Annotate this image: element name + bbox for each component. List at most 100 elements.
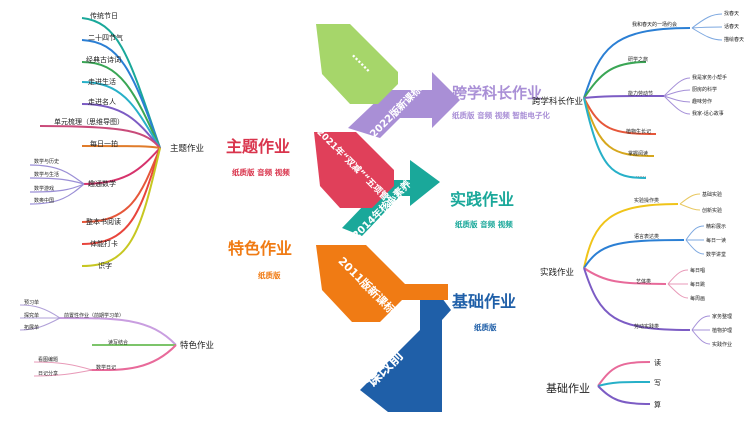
theme-branch-3 [81, 61, 161, 149]
theme-branch-7 [81, 145, 161, 149]
heading-cross-sub-text: 纸质版 音频 视频 智能电子化 [452, 110, 550, 120]
cross-sub1-2 [691, 26, 723, 29]
practice-sub4-item-2: 植物护理 [712, 327, 732, 334]
heading-practice-sub: 纸质版 音频 视频 [455, 219, 513, 229]
practice-sub1-1 [679, 193, 701, 205]
band-2-shape [316, 245, 448, 322]
basic-branch-1 [597, 361, 651, 387]
cross-item-4: 植物生长记 [626, 128, 651, 135]
cross-sub2-item-3: 趣味劳作 [692, 98, 712, 105]
basic-root: 基础作业 [546, 382, 590, 395]
special-sub1-1 [19, 304, 61, 319]
staircase-arrow [314, 24, 460, 412]
theme-map-labels: 主题作业 传统节日 二十四节气 经典古诗词 走进生活 走进名人 单元梳理（思维导… [34, 11, 204, 270]
practice-sub1-2 [679, 203, 701, 211]
special-sub2-2 [33, 369, 93, 377]
cross-sub2-item-2: 厨房的科学 [692, 86, 717, 93]
theme-sub-4 [29, 183, 85, 205]
special-item-3: 数学日记 [96, 364, 116, 371]
cross-branch-5 [583, 97, 655, 157]
theme-map [29, 17, 161, 267]
theme-branch-9 [81, 147, 161, 223]
cross-sub2-4 [663, 95, 691, 115]
practice-branch-1 [583, 203, 679, 269]
band-6-shape [316, 24, 398, 104]
practice-item-2: 语言表达类 [634, 233, 659, 240]
cross-sub1-item-1: 找春天 [724, 10, 739, 17]
practice-sub4-item-3: 实践作业 [712, 341, 732, 348]
special-root: 特色作业 [180, 340, 214, 351]
basic-map-labels: 基础作业 读 写 算 [546, 358, 661, 409]
special-sub2-item-2: 日记分享 [38, 370, 58, 377]
practice-sub2-item-2: 每日一读 [706, 237, 726, 244]
practice-root: 实践作业 [540, 267, 574, 278]
practice-sub1-item-1: 基础实验 [702, 191, 722, 198]
theme-root: 主题作业 [170, 143, 204, 154]
band-5-shape [348, 72, 460, 138]
cross-sub2-item-4: 我家-话心故事 [692, 110, 724, 117]
theme-branch-10 [81, 147, 161, 245]
theme-sub-item-2: 数学与生活 [34, 171, 59, 178]
heading-special-sub: 纸质版 [258, 270, 281, 280]
practice-sub3-item-3: 每周画 [690, 295, 705, 302]
theme-item-1: 传统节日 [90, 11, 118, 20]
theme-branch-4 [81, 81, 161, 149]
cross-branch-1 [583, 27, 691, 99]
special-sub1-item-3: 拓展单 [24, 324, 39, 331]
cross-sub1-1 [691, 13, 723, 29]
practice-sub3-3 [667, 283, 689, 299]
special-sub1-item-1: 预习单 [24, 299, 39, 306]
cross-branch-3 [583, 95, 665, 99]
practice-branch-2 [583, 239, 685, 269]
practice-sub2-item-1: 精彩展示 [706, 223, 726, 230]
theme-item-6: 单元梳理（思维导图） [54, 117, 124, 126]
cross-item-2: 研学之旅 [628, 56, 648, 63]
cross-branch-6 [583, 97, 647, 179]
theme-sub-2 [29, 177, 85, 185]
cross-sub2-2 [663, 89, 691, 97]
cross-item-3: 能力劳动节 [628, 90, 653, 97]
theme-item-11: 识字 [98, 261, 112, 270]
basic-item-1: 读 [654, 358, 661, 367]
theme-sub-3 [29, 183, 85, 193]
basic-branch-3 [597, 385, 651, 405]
band-4-shape [314, 132, 394, 208]
cross-item-5: 掌握阅读 [628, 150, 648, 157]
special-map [19, 304, 177, 377]
cross-branch-2 [583, 61, 647, 99]
theme-sub-1 [29, 164, 85, 185]
theme-sub-item-3: 数学游戏 [34, 185, 54, 192]
cross-sub1-item-2: 话春天 [724, 23, 739, 30]
practice-sub2-3 [685, 239, 705, 255]
cross-sub2-3 [663, 95, 691, 103]
basic-item-2: 写 [654, 379, 661, 387]
practice-map-labels: 实践作业 实验操作类 语言表达类 艺体类 劳动实践类 基础实验 创新实验 精彩展… [540, 191, 732, 348]
special-branch-3 [89, 344, 177, 372]
theme-item-4: 走进生活 [88, 77, 116, 86]
cross-branch-4 [583, 97, 657, 135]
practice-branch-3 [583, 267, 667, 285]
cross-sub2-1 [663, 77, 691, 97]
heading-theme-sub: 纸质版 音频 视频 [232, 167, 290, 177]
basic-map [597, 361, 651, 405]
practice-item-1: 实验操作类 [634, 197, 659, 204]
heading-basic: 基础作业 [451, 292, 516, 311]
cross-item-1: 我和春天的一场约会 [632, 21, 677, 28]
practice-sub4-item-1: 家务整理 [712, 313, 732, 320]
heading-practice: 实践作业 [450, 190, 514, 209]
basic-branch-2 [597, 381, 651, 387]
special-sub1-item-2: 探究单 [24, 312, 39, 319]
basic-item-3: 算 [654, 400, 661, 409]
theme-item-3: 经典古诗词 [86, 55, 121, 64]
practice-item-4: 劳动实践类 [634, 323, 659, 330]
practice-sub3-item-1: 每日唱 [690, 267, 705, 274]
theme-item-5: 走进名人 [88, 97, 116, 106]
cross-sub2-item-1: 我是家务小帮手 [692, 74, 727, 81]
heading-cross: 跨学科长作业 [452, 84, 542, 102]
band-1-shape [360, 298, 451, 412]
band-3-shape [342, 160, 440, 236]
practice-sub1-item-2: 创新实验 [702, 207, 722, 214]
theme-sub-item-1: 数学与历史 [34, 158, 59, 165]
theme-item-2: 二十四节气 [88, 33, 123, 42]
